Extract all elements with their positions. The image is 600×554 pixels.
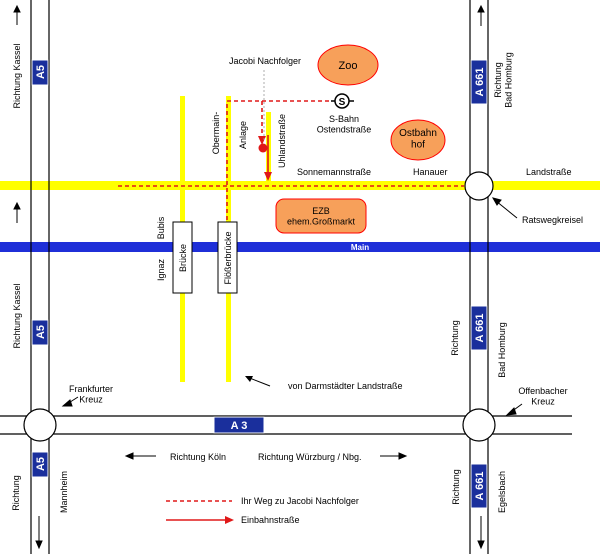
river-main xyxy=(0,242,600,252)
uhlandstrasse-oneway-arrowhead xyxy=(264,172,272,181)
zoo-label: Zoo xyxy=(339,60,358,72)
landstrasse-label: Landstraße xyxy=(526,167,572,177)
bad-homburg-mid-label: Bad Homburg xyxy=(497,322,507,378)
river-main-label: Main xyxy=(351,243,369,252)
label-line: Offenbacher xyxy=(518,386,567,396)
label-line: EZB xyxy=(312,206,330,216)
hanauer-label: Hanauer xyxy=(413,167,448,177)
ratswegkreisel-circle xyxy=(464,171,494,201)
label-line: Kreuz xyxy=(531,396,555,406)
label-line: ehem.Großmarkt xyxy=(287,216,356,226)
richtung-right-mid-label: Richtung xyxy=(450,320,460,356)
darmstaedter-arrow xyxy=(245,376,271,387)
motorway-a5 xyxy=(30,0,50,554)
direction-arrows xyxy=(13,4,523,550)
svg-text:A 661: A 661 xyxy=(474,314,486,343)
label-line: Ostbahn xyxy=(399,128,437,139)
label-line: hof xyxy=(411,140,425,151)
jacobi-location-marker xyxy=(258,143,268,153)
route-path xyxy=(118,100,464,222)
legend-oneway-label: Einbahnstraße xyxy=(241,515,300,525)
offenbacher-kreuz-circle xyxy=(462,408,496,442)
jacobi-label: Jacobi Nachfolger xyxy=(229,56,301,66)
a5-shield-bottom: A5 xyxy=(31,451,49,478)
richtung-bottom-right-label: Richtung xyxy=(451,469,461,505)
label-line: Richtung xyxy=(493,62,503,98)
bad-homburg-top-label: RichtungBad Homburg xyxy=(493,52,513,108)
label-line: Bad Homburg xyxy=(503,52,513,108)
ezb-poi xyxy=(275,198,367,234)
motorway-a661 xyxy=(469,0,489,554)
a661-shield-mid: A 661 xyxy=(470,305,488,351)
label-line: Kreuz xyxy=(79,394,103,404)
svg-text:A 661: A 661 xyxy=(474,472,486,501)
mannheim-label: Mannheim xyxy=(59,471,69,513)
koeln-label: Richtung Köln xyxy=(170,452,226,462)
label-line: Ostendstraße xyxy=(317,124,372,134)
svg-text:A 661: A 661 xyxy=(474,68,486,97)
frankfurter-kreuz-circle xyxy=(23,408,57,442)
richtung-bottom-left-label: Richtung xyxy=(11,475,21,511)
svg-text:A5: A5 xyxy=(35,65,47,79)
a5-shield-top: A5 xyxy=(31,59,49,86)
floesser-bridge xyxy=(217,221,238,294)
bridge-bruecke-label: Brücke xyxy=(178,244,188,272)
zoo-poi xyxy=(317,44,379,86)
kassel-mid-label: Richtung Kassel xyxy=(12,283,22,348)
svg-text:A5: A5 xyxy=(35,325,47,339)
svg-text:A 3: A 3 xyxy=(231,420,248,432)
bridge-bubis-label: Bubis xyxy=(156,216,166,239)
legend-oneway-arrowhead xyxy=(225,516,234,524)
bridge-ignaz-label: Ignaz xyxy=(156,258,166,281)
a661-shield-bottom: A 661 xyxy=(470,463,488,509)
uhlandstrasse-label: Uhlandstraße xyxy=(277,114,287,168)
a3-shield: A 3 xyxy=(213,416,265,434)
ostbahnhof-poi xyxy=(390,119,446,161)
svg-text:A5: A5 xyxy=(35,457,47,471)
a661-shield-top: A 661 xyxy=(470,59,488,105)
sonnemannstrasse-label: Sonnemannstraße xyxy=(297,167,371,177)
darmstaedter-label: von Darmstädter Landstraße xyxy=(288,381,403,391)
label-line: S-Bahn xyxy=(329,114,359,124)
wuerzburg-label: Richtung Würzburg / Nbg. xyxy=(258,452,362,462)
anlage-label: Anlage xyxy=(238,121,248,149)
sbahn-symbol-text: S xyxy=(339,97,346,108)
egelsbach-label: Egelsbach xyxy=(497,471,507,513)
bridge-floesser-label: Flößerbrücke xyxy=(223,231,233,284)
label-line: Frankfurter xyxy=(69,384,113,394)
sbahn-icon: S xyxy=(331,93,354,109)
ignatz-bubis-bridge xyxy=(172,221,193,294)
a5-shield-mid: A5 xyxy=(31,319,49,346)
kassel-top-label: Richtung Kassel xyxy=(12,43,22,108)
ratswegkreisel-label: Ratswegkreisel xyxy=(522,215,583,225)
legend-route-label: Ihr Weg zu Jacobi Nachfolger xyxy=(241,496,359,506)
obermain-label: Obermain- xyxy=(211,112,221,155)
